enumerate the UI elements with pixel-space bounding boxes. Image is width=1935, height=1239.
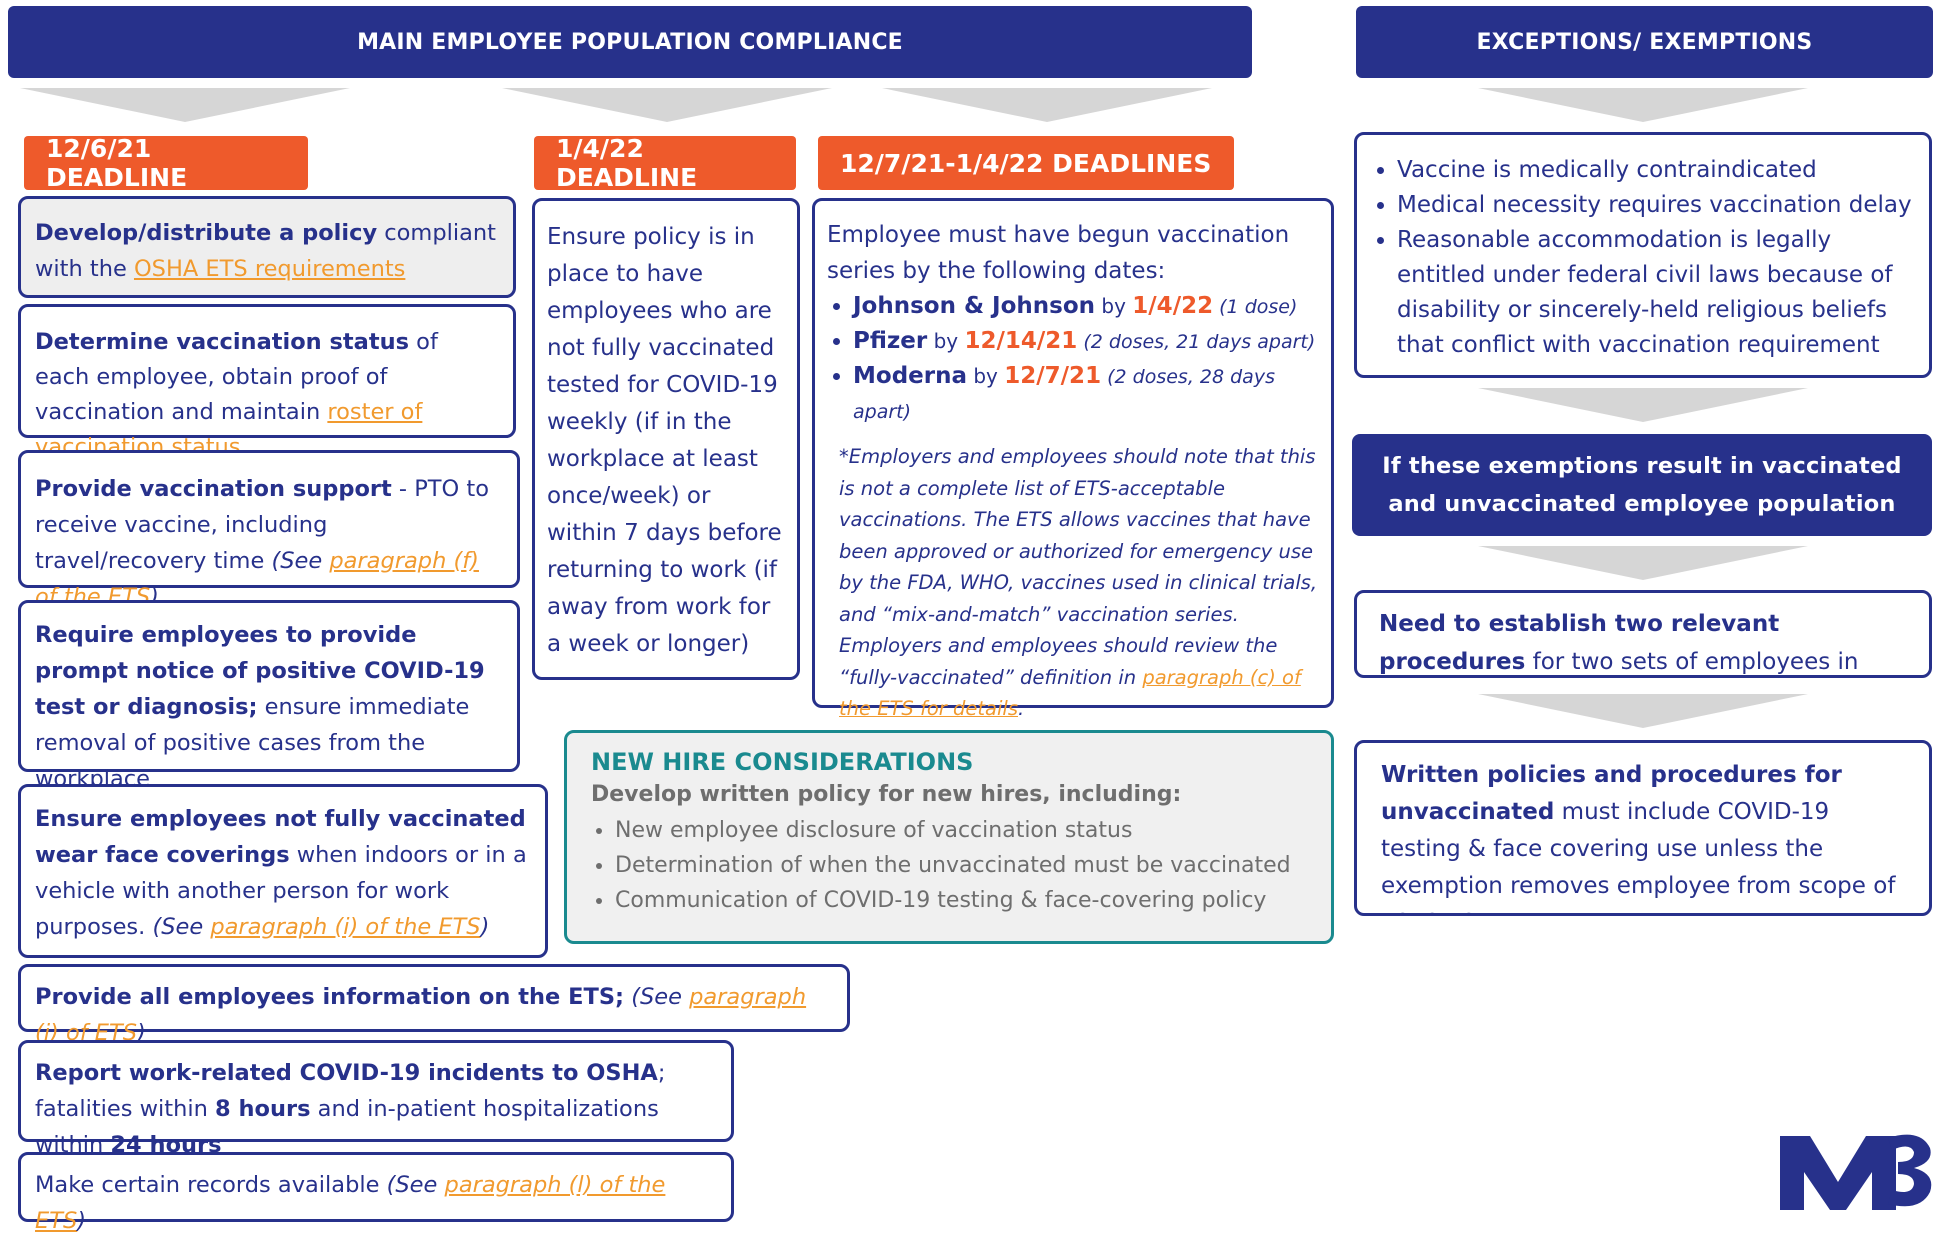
exemptions-result-banner: If these exemptions result in vaccinated… xyxy=(1352,434,1932,536)
deadline-range: 12/7/21-1/4/22 DEADLINES xyxy=(818,136,1234,190)
osha-ets-requirements-link[interactable]: OSHA ETS requirements xyxy=(133,256,406,282)
written-policies-card: Written policies and procedures for unva… xyxy=(1354,740,1932,916)
m3-logo xyxy=(1780,1124,1935,1210)
new-hire-item: New employee disclosure of vaccination s… xyxy=(615,813,1307,848)
down-chevron-2 xyxy=(502,88,832,122)
ets-info-card: Provide all employees information on the… xyxy=(18,964,850,1046)
procedures-card: Need to establish two relevant procedure… xyxy=(1354,590,1932,678)
deadline-1-4-22: 1/4/22 DEADLINE xyxy=(534,134,796,192)
vaccination-support-card: Provide vaccination support - PTO to rec… xyxy=(18,450,520,610)
testing-policy-card: Ensure policy is in place to have employ… xyxy=(532,198,800,680)
report-incidents-card: Report work-related COVID-19 incidents t… xyxy=(18,1040,734,1158)
series-footnote: *Employers and employees should note tha… xyxy=(839,445,1318,721)
paragraph-c-link[interactable]: paragraph (c) of the ETS for details xyxy=(839,665,1301,721)
exemptions-card: Vaccine is medically contraindicated Med… xyxy=(1354,132,1932,378)
paragraph-i-link[interactable]: paragraph (i) of the ETS xyxy=(210,914,481,940)
vaccination-status-card: Determine vaccination status of each emp… xyxy=(18,304,516,460)
exemption-item: Vaccine is medically contraindicated xyxy=(1397,153,1917,188)
new-hire-subtitle: Develop written policy for new hires, in… xyxy=(591,782,1182,807)
down-chevron-7 xyxy=(1478,694,1808,728)
face-coverings-card: Ensure employees not fully vaccinated we… xyxy=(18,784,548,958)
exceptions-header: EXCEPTIONS/ EXEMPTIONS xyxy=(1356,6,1933,78)
down-chevron-4 xyxy=(1478,88,1808,122)
deadline-12-6-21: 12/6/21 DEADLINE xyxy=(24,134,308,192)
down-chevron-6 xyxy=(1478,546,1808,580)
series-intro: Employee must have begun vaccination ser… xyxy=(827,222,1290,284)
positive-notice-card: Require employees to provide prompt noti… xyxy=(18,600,520,792)
exemption-item: Reasonable accommodation is legally enti… xyxy=(1397,223,1917,363)
main-compliance-header: MAIN EMPLOYEE POPULATION COMPLIANCE xyxy=(8,6,1252,78)
down-chevron-3 xyxy=(882,88,1212,122)
new-hire-item: Communication of COVID-19 testing & face… xyxy=(615,883,1307,918)
policy-card: Develop/distribute a policy compliant wi… xyxy=(18,196,516,298)
series-item-jj: Johnson & Johnson by 1/4/22 (1 dose) xyxy=(853,289,1319,324)
new-hire-title: NEW HIRE CONSIDERATIONS xyxy=(591,748,974,776)
records-card: Make certain records available (See para… xyxy=(18,1152,734,1234)
series-item-moderna: Moderna by 12/7/21 (2 doses, 28 days apa… xyxy=(853,359,1319,429)
vaccination-series-card: Employee must have begun vaccination ser… xyxy=(812,198,1334,720)
new-hire-item: Determination of when the unvaccinated m… xyxy=(615,848,1307,883)
down-chevron-5 xyxy=(1478,388,1808,422)
exemption-item: Medical necessity requires vaccination d… xyxy=(1397,188,1917,223)
series-item-pfizer: Pfizer by 12/14/21 (2 doses, 21 days apa… xyxy=(853,324,1319,359)
new-hire-card: NEW HIRE CONSIDERATIONS Develop written … xyxy=(564,730,1334,944)
paragraph-j-link[interactable]: paragraph (j) of ETS xyxy=(35,984,807,1046)
down-chevron-1 xyxy=(20,88,350,122)
